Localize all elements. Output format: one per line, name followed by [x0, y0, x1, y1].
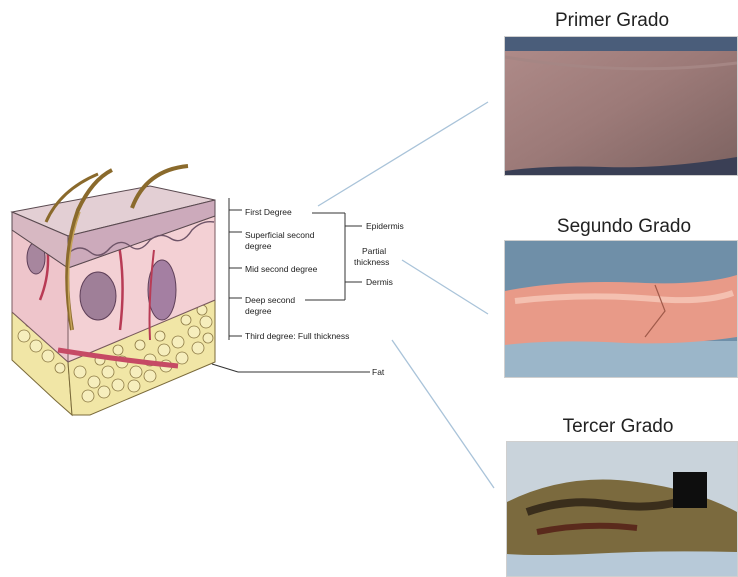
label-deep-second-degree-line2: degree: [245, 306, 271, 316]
label-fat: Fat: [372, 367, 384, 377]
layer-guide-lines: [212, 198, 370, 372]
label-first-degree: First Degree: [245, 207, 292, 217]
label-partial: Partial: [362, 246, 386, 256]
label-deep-second-degree: Deep second: [245, 295, 295, 305]
label-superficial-second-degree: Superficial second: [245, 230, 314, 240]
photo-third-degree-burn: [506, 441, 738, 577]
photo-second-degree-burn: [504, 240, 738, 378]
photo-title-tercer-grado: Tercer Grado: [498, 416, 738, 438]
label-mid-second-degree: Mid second degree: [245, 264, 317, 274]
label-third-degree: Third degree: Full thickness: [245, 331, 349, 341]
photo-title-segundo-grado: Segundo Grado: [504, 216, 738, 238]
label-dermis: Dermis: [366, 277, 393, 287]
label-epidermis: Epidermis: [366, 221, 404, 231]
label-thickness: thickness: [354, 257, 389, 267]
label-superficial-second-degree-line2: degree: [245, 241, 271, 251]
photo-first-degree-burn: [504, 36, 738, 176]
photo-connectors: [318, 102, 494, 488]
censor-block: [673, 472, 707, 508]
photo-title-primer-grado: Primer Grado: [492, 10, 732, 32]
